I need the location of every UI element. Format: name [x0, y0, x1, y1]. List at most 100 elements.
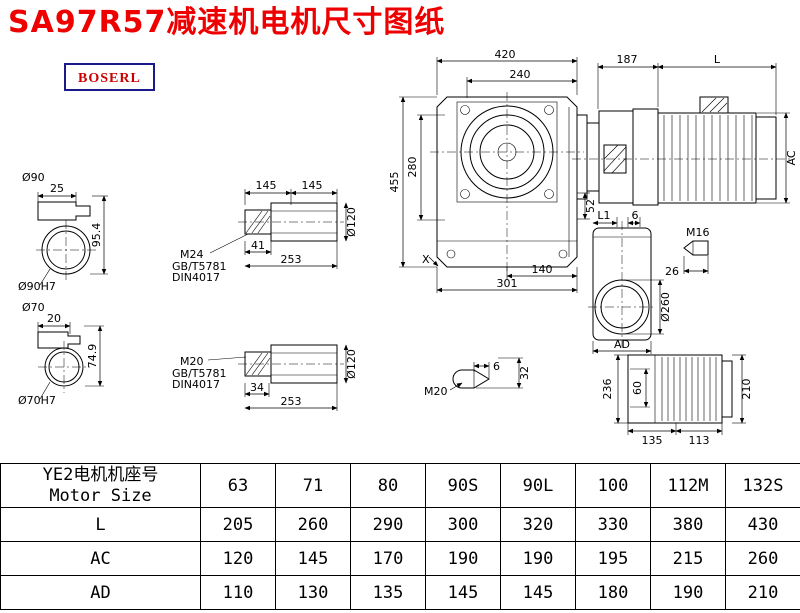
- AD-80: 135: [350, 575, 426, 610]
- datum-label-x: X: [422, 253, 430, 266]
- table-row-AC: AC 120 145 170 190 190 195 215 260: [0, 541, 800, 576]
- frame-size-71: 71: [275, 463, 351, 508]
- dim-label-253-top: 253: [281, 253, 302, 266]
- row-label-L: L: [0, 507, 201, 542]
- thread-label-m20-plug: M20: [424, 385, 448, 398]
- dim-label-52: 52: [584, 199, 597, 213]
- L-80: 290: [350, 507, 426, 542]
- dim-label-32: 32: [518, 366, 531, 380]
- fan-cover: [755, 116, 777, 200]
- dim-label-20: 20: [47, 312, 61, 325]
- dim-label-26: 26: [665, 265, 679, 278]
- gearbox-output-flange: [576, 114, 588, 200]
- dim-label-301: 301: [497, 277, 518, 290]
- AC-112m: 215: [650, 541, 726, 576]
- AC-132s: 260: [725, 541, 800, 576]
- AC-90s: 190: [425, 541, 501, 576]
- technical-drawing: Ø90 25 95.4 Ø90H7 Ø70 20: [18, 48, 798, 447]
- row-label-AD: AD: [0, 575, 201, 610]
- shaft-stub-profile: [37, 331, 81, 349]
- dim-label-145b: 145: [302, 179, 323, 192]
- terminal-box: [699, 96, 729, 114]
- dim-label-34: 34: [250, 381, 264, 394]
- dim-label-280: 280: [406, 157, 419, 178]
- frame-size-63: 63: [200, 463, 276, 508]
- thread-label-m24: M24: [180, 248, 204, 261]
- dim-label-240: 240: [510, 68, 531, 81]
- motor-dimension-table: YE2电机机座号 Motor Size 63 71 80 90S 90L 100…: [0, 463, 800, 610]
- AC-90l: 190: [500, 541, 576, 576]
- row-label-AC: AC: [0, 541, 201, 576]
- AD-71: 130: [275, 575, 351, 610]
- page-title: SA97R57减速机电机尺寸图纸: [8, 5, 446, 40]
- shaft-stub-profile: [37, 201, 91, 221]
- dim-label-d120-bottom: Ø120: [345, 349, 358, 379]
- dim-label-135: 135: [642, 434, 663, 447]
- dim-label-L1: L1: [597, 209, 610, 222]
- dim-label-d260: Ø260: [659, 292, 672, 322]
- dim-label-25: 25: [50, 182, 64, 195]
- thread-label-m20: M20: [180, 355, 204, 368]
- std-label-din4017: DIN4017: [172, 378, 220, 391]
- std-label-din4017: DIN4017: [172, 271, 220, 284]
- dim-label-113: 113: [689, 434, 710, 447]
- dim-label-187: 187: [617, 53, 638, 66]
- shaft-side-bottom-view: Ø120 M20 GB/T5781 DIN4017 34 253: [172, 344, 358, 411]
- dim-label-140: 140: [532, 263, 553, 276]
- dim-label-236: 236: [601, 379, 614, 400]
- std-label-gbt5781: GB/T5781: [172, 367, 227, 380]
- L-132s: 430: [725, 507, 800, 542]
- frame-size-112m: 112M: [650, 463, 726, 508]
- L-90s: 300: [425, 507, 501, 542]
- frame-size-100: 100: [575, 463, 651, 508]
- L-100: 330: [575, 507, 651, 542]
- m16-plug: [683, 240, 709, 256]
- AD-90s: 145: [425, 575, 501, 610]
- gearbox-side-view: L1 6 Ø260 AD M16 26: [588, 209, 710, 354]
- AC-63: 120: [200, 541, 276, 576]
- table-row-AD: AD 110 130 135 145 145 180 190 210: [0, 575, 800, 610]
- dim-label-420: 420: [495, 48, 516, 61]
- L-71: 260: [275, 507, 351, 542]
- dim-label-AC: AC: [785, 150, 798, 165]
- AD-63: 110: [200, 575, 276, 610]
- drawing-area: BOSERL Ø90 25 95.4 Ø90H7: [0, 45, 800, 463]
- dim-label-455: 455: [388, 172, 401, 193]
- motor-end-cap: [721, 360, 733, 418]
- dim-label-d70h7: Ø70H7: [18, 394, 56, 407]
- AD-132s: 210: [725, 575, 800, 610]
- AC-80: 170: [350, 541, 426, 576]
- table-row-L: L 205 260 290 300 320 330 380 430: [0, 507, 800, 542]
- dim-label-210: 210: [740, 379, 753, 400]
- L-90l: 320: [500, 507, 576, 542]
- frame-size-90s: 90S: [425, 463, 501, 508]
- shaft-side-top-view: 145 145 Ø120 M24 GB/T5781 DIN4017 41: [172, 179, 358, 284]
- motor-size-header-cn: YE2电机机座号: [42, 464, 159, 485]
- motor-body: [657, 112, 757, 204]
- dim-label-95-4: 95.4: [90, 223, 103, 248]
- dim-label-253-bottom: 253: [281, 395, 302, 408]
- L-63: 205: [200, 507, 276, 542]
- breather-plug-view: M20 6 32: [424, 357, 531, 398]
- thread-label-m16: M16: [686, 226, 710, 239]
- dim-label-d90h7: Ø90H7: [18, 280, 56, 293]
- dim-label-6-plug: 6: [493, 360, 500, 373]
- brand-logo: BOSERL: [64, 63, 155, 91]
- table-header-row: YE2电机机座号 Motor Size 63 71 80 90S 90L 100…: [0, 463, 800, 508]
- motor-side-view: 187 L: [572, 53, 798, 206]
- motor-top-view: 236 60 135 113 210: [601, 354, 753, 447]
- gearbox-front-view: 420 240 455: [388, 48, 597, 293]
- dim-label-74-9: 74.9: [86, 344, 99, 369]
- shaft-end-bore-circle: [46, 230, 86, 270]
- dim-label-6: 6: [632, 209, 639, 222]
- AD-100: 180: [575, 575, 651, 610]
- dim-label-145a: 145: [256, 179, 277, 192]
- frame-size-132s: 132S: [725, 463, 800, 508]
- dim-label-L: L: [714, 53, 721, 66]
- AC-71: 145: [275, 541, 351, 576]
- brand-logo-text: BOSERL: [78, 71, 141, 86]
- dim-label-d120-top: Ø120: [345, 207, 358, 237]
- dim-label-dia90: Ø90: [22, 171, 45, 184]
- dim-label-dia70: Ø70: [22, 301, 45, 314]
